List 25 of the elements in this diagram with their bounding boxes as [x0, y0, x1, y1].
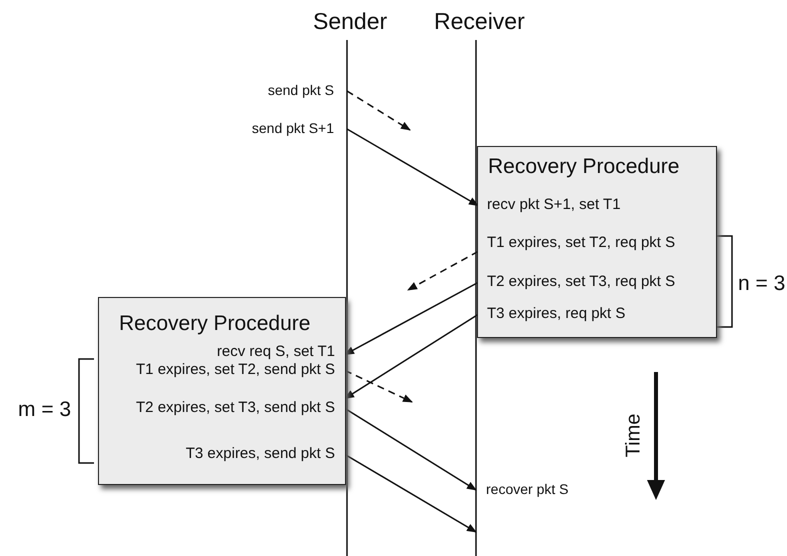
- procedure-box: [98, 297, 346, 485]
- box-heading: Recovery Procedure: [488, 155, 680, 179]
- event-text: recv pkt S+1, set T1: [487, 196, 621, 213]
- event-text: recv req S, set T1: [216, 343, 335, 360]
- lifeline-heading: Sender: [313, 8, 388, 35]
- repeat-count: n = 3: [738, 272, 786, 296]
- event-text: T2 expires, set T3, send pkt S: [136, 399, 335, 416]
- event-text: T3 expires, req pkt S: [487, 305, 626, 322]
- dashed-arrow: [346, 90, 411, 131]
- event-text: send pkt S+1: [252, 120, 334, 136]
- event-text: T2 expires, set T3, req pkt S: [487, 273, 676, 290]
- event-text: T3 expires, send pkt S: [186, 445, 335, 462]
- lifeline-heading: Receiver: [434, 8, 525, 35]
- arrow: [344, 454, 477, 533]
- dashed-arrow: [344, 370, 413, 403]
- event-text: T1 expires, set T2, send pkt S: [136, 361, 335, 378]
- box-heading: Recovery Procedure: [119, 312, 310, 336]
- axis-label: Time: [622, 414, 646, 458]
- event-text: send pkt S: [268, 82, 334, 98]
- event-text: T1 expires, set T2, req pkt S: [487, 234, 676, 251]
- arrow: [344, 408, 477, 491]
- procedure-box: [477, 146, 717, 338]
- event-text: recover pkt S: [486, 481, 568, 497]
- dashed-arrow: [407, 250, 478, 291]
- repeat-count: m = 3: [18, 398, 72, 422]
